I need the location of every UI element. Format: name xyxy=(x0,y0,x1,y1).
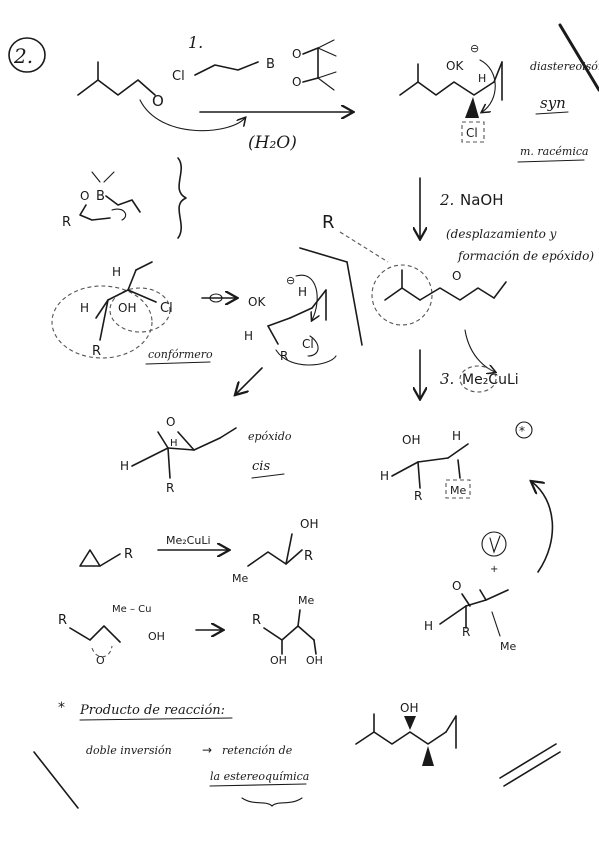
conf-left-cl: Cl xyxy=(160,301,173,316)
note-cis: cis xyxy=(252,459,270,474)
intermediate-cl: Cl xyxy=(466,126,478,140)
conf-left-r: R xyxy=(92,344,101,359)
stereo-oh: OH xyxy=(402,433,420,447)
conformer-left: H H OH R Cl xyxy=(51,261,173,359)
side-product-me: Me xyxy=(298,594,314,607)
step3-number: 3. xyxy=(440,370,454,388)
example-me: Me xyxy=(232,572,248,585)
note-arrow: → xyxy=(202,743,212,757)
side-oh: OH xyxy=(148,630,165,643)
conf-left-oh: OH xyxy=(118,301,136,315)
conf-right-h-up: H xyxy=(298,285,307,299)
conf-left-h: H xyxy=(80,301,89,315)
example-reagent: Me₂CuLi xyxy=(166,534,211,547)
chlorohydrin-intermediate: OK ⊖ H Cl xyxy=(399,42,503,143)
attack-r: R xyxy=(462,625,470,639)
intermediate-h: H xyxy=(478,72,486,85)
cis-epoxide-h-left: H xyxy=(120,459,129,473)
corner-stroke xyxy=(558,23,599,92)
cis-epoxide-h-mid: H xyxy=(170,438,178,449)
example-r: R xyxy=(304,549,313,564)
note-epoxide: epóxido xyxy=(248,430,292,443)
double-stroke-1 xyxy=(499,743,557,779)
ts-b: B xyxy=(96,189,105,204)
note-racemic: m. racémica xyxy=(520,145,589,158)
reagent-cl: Cl xyxy=(172,69,185,84)
side-me-cu: Me – Cu xyxy=(112,604,151,615)
attack-me: Me xyxy=(500,640,516,653)
stereo-me: Me xyxy=(450,484,466,497)
step1-number: 1. xyxy=(188,33,203,52)
svg-text:O: O xyxy=(452,269,461,283)
cis-epoxide-o: O xyxy=(166,415,175,429)
conf-right-cl: Cl xyxy=(302,337,314,351)
conf-right-ok: OK xyxy=(248,295,266,309)
conf-right-r: R xyxy=(280,349,288,363)
final-oh: OH xyxy=(400,701,418,715)
side-product-oh1: OH xyxy=(270,654,287,667)
side-o: O xyxy=(96,654,105,667)
reagent-o2: O xyxy=(292,75,301,89)
ts-o: O xyxy=(80,189,89,203)
bracket xyxy=(177,157,187,239)
attack-o: O xyxy=(452,579,461,593)
example-oh: OH xyxy=(300,517,318,531)
stereo-h-left: H xyxy=(380,469,389,483)
intermediate-charge: ⊖ xyxy=(470,42,479,55)
r-dotted-pointer xyxy=(339,231,389,263)
reagent-b: B xyxy=(266,57,275,72)
problem-number-badge: 2. xyxy=(8,37,46,73)
curved-attack-arrow xyxy=(139,99,245,132)
note-double-inversion: doble inversión xyxy=(86,744,172,757)
step2-note-2: formación de epóxido) xyxy=(457,249,594,263)
arrow-to-cis-epoxide xyxy=(236,367,263,394)
stereo-h: H xyxy=(452,429,461,443)
star-mark: * xyxy=(515,421,533,439)
cis-epoxide-r: R xyxy=(166,481,174,495)
step2-reagent: NaOH xyxy=(460,191,504,209)
note-retention-1: retención de xyxy=(222,744,293,757)
cis-epoxide: O H H R xyxy=(120,415,237,495)
asterisk-bullet: * xyxy=(58,700,65,716)
regiochemistry-example: R Me – Cu OH O Me R OH OH xyxy=(58,594,323,667)
stereo-r: R xyxy=(414,489,422,503)
side-product-r: R xyxy=(252,613,261,628)
star-symbol: * xyxy=(519,424,525,438)
product-stereo-view: OH H H R Me xyxy=(380,429,471,503)
double-stroke-2 xyxy=(503,751,561,787)
step2-note-1: (desplazamiento y xyxy=(446,227,557,241)
conf-right-h-left: H xyxy=(244,329,253,343)
conf-left-h-up: H xyxy=(112,265,121,279)
attack-h: H xyxy=(424,619,433,633)
ts-r: R xyxy=(62,215,71,230)
note-conformer: confórmero xyxy=(148,348,213,361)
product-header: Producto de reacción: xyxy=(79,703,225,718)
example-epoxide-r: R xyxy=(124,547,133,562)
allylboronate-reagent: Cl B O O xyxy=(172,39,337,91)
intermediate-ok: OK xyxy=(446,59,464,73)
note-retention-2: la estereoquímica xyxy=(210,770,309,783)
aldehyde-oxygen: O xyxy=(152,92,164,110)
cuprate-attack: + O H R Me xyxy=(424,482,554,653)
corner-stroke-bottom xyxy=(33,751,79,809)
step3-reagent: Me₂CuLi xyxy=(462,372,519,388)
zimmerman-transition-state: B O R xyxy=(62,157,187,239)
side-r: R xyxy=(58,613,67,628)
epoxide-opening-example: R Me₂CuLi OH R Me xyxy=(79,517,318,585)
problem-number: 2. xyxy=(13,44,33,68)
solvent-label: (H₂O) xyxy=(248,133,297,153)
conf-right-charge: ⊖ xyxy=(286,274,295,287)
attack-plus: + xyxy=(490,564,498,575)
vinyl-epoxide: O xyxy=(371,264,507,372)
side-product-oh2: OH xyxy=(306,654,323,667)
note-syn: syn xyxy=(540,94,566,112)
step2-number: 2. xyxy=(439,191,454,209)
conformer-right: OK ⊖ H H R Cl xyxy=(244,274,337,366)
r-label: R xyxy=(322,212,335,233)
starting-aldehyde: O xyxy=(77,61,245,132)
final-product: OH xyxy=(355,701,457,766)
reagent-o1: O xyxy=(292,47,301,61)
